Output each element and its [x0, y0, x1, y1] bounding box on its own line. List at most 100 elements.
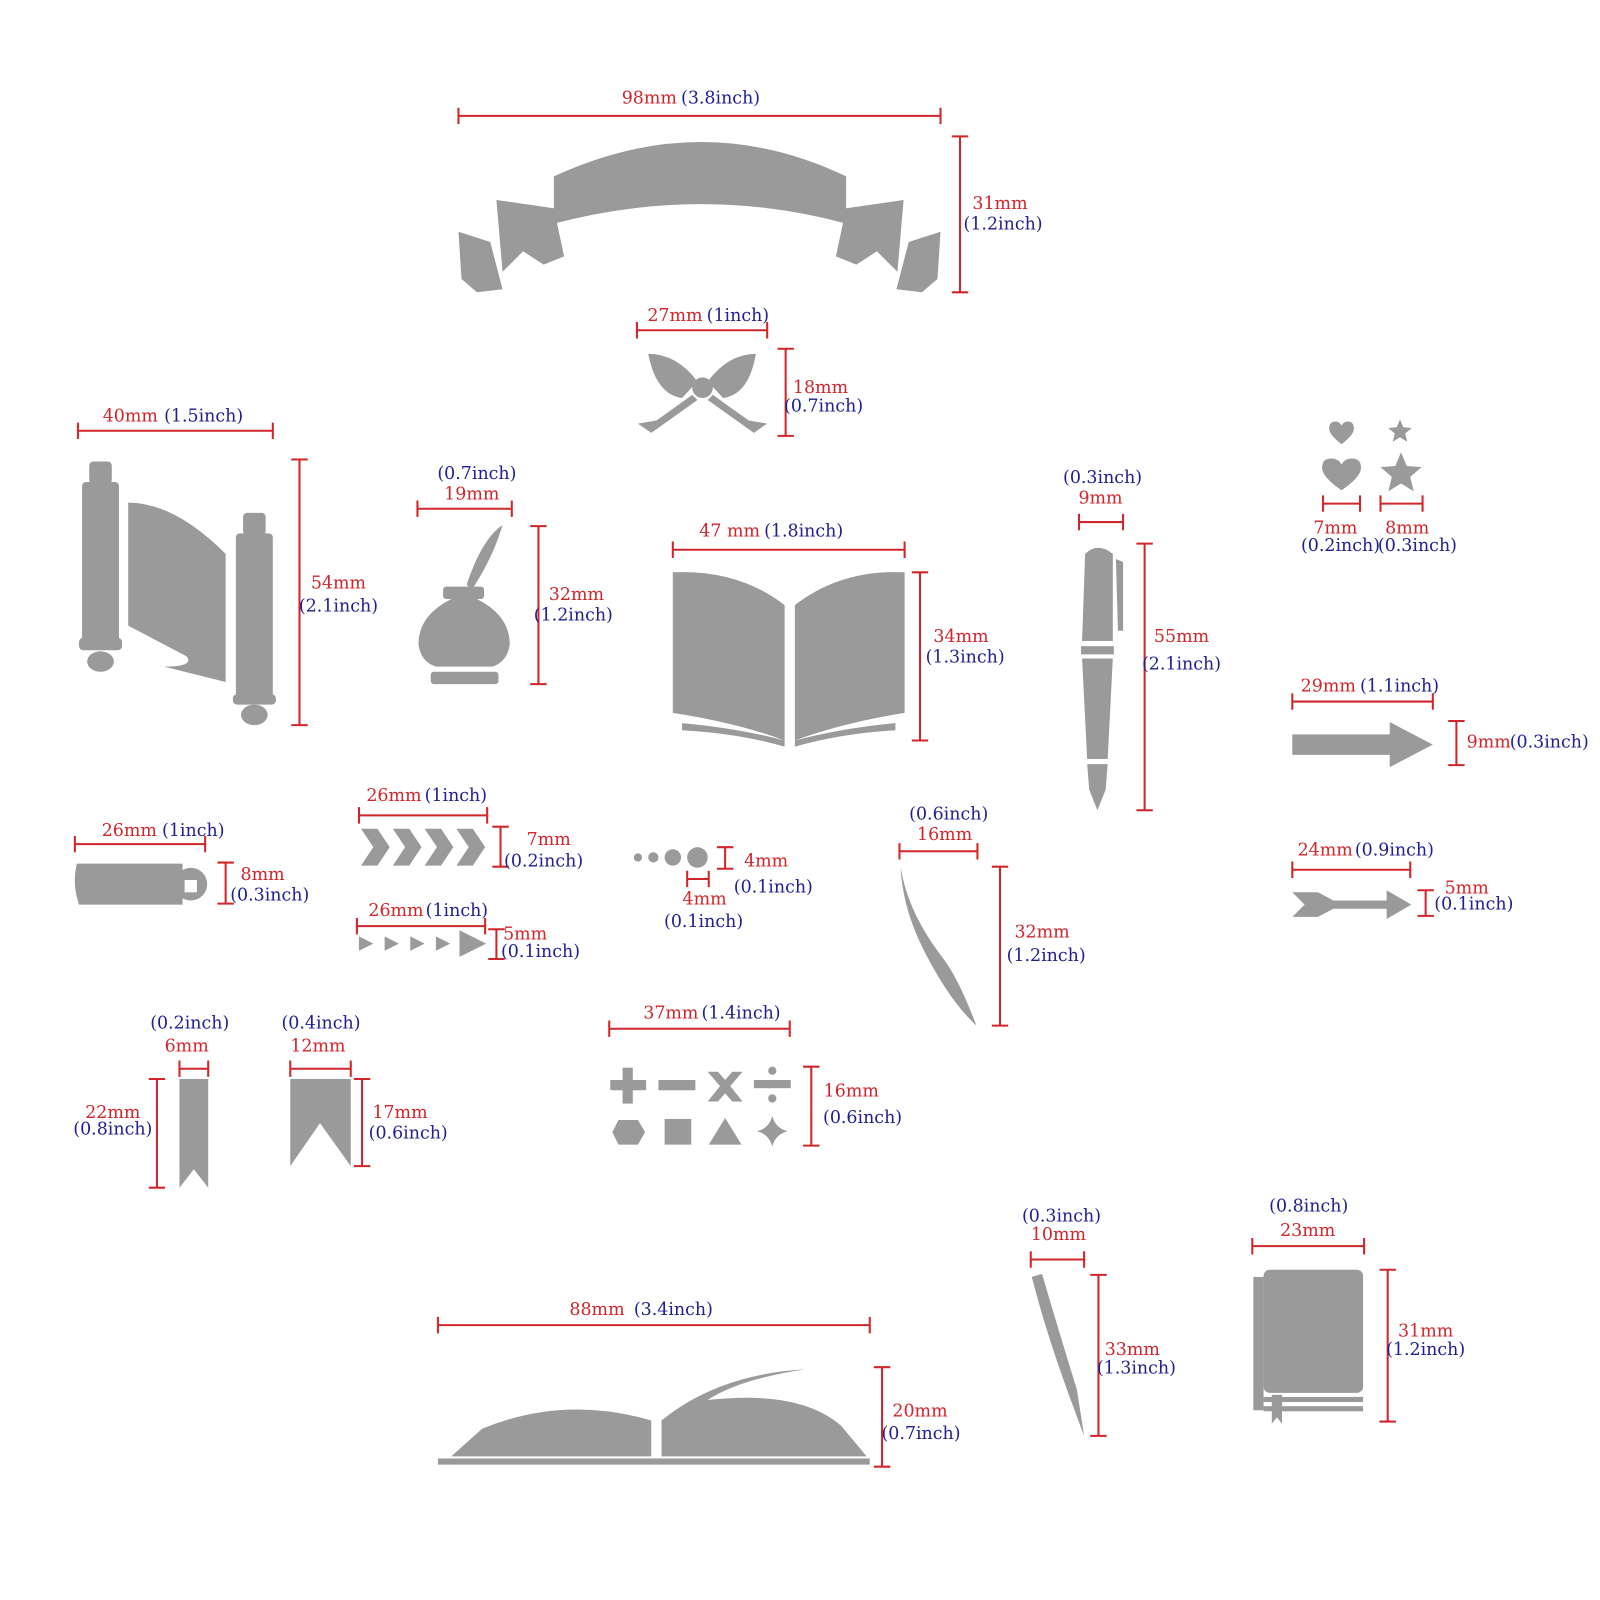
feather-width-dimension-line — [898, 843, 979, 860]
inkwell-height-dimension: 32mm(1.2inch) — [530, 525, 613, 686]
math-symbols-height-inch-label: (0.6inch) — [823, 1108, 902, 1128]
dots-width-mm-label: 4mm — [683, 890, 728, 910]
chevrons-height-inch-label: (0.2inch) — [504, 852, 583, 872]
open-book-height-mm-label: 34mm — [933, 627, 989, 647]
big-arrow-height-mm-label: 9mm — [1467, 733, 1512, 753]
big-arrow-height-dimension: 9mm(0.3inch) — [1448, 719, 1589, 767]
pen-width-dimension: (0.3inch)10mm — [1022, 1207, 1101, 1268]
fountain-pen-shape — [1081, 547, 1124, 811]
heart-shapes — [1322, 421, 1362, 491]
narrow-bookmark-width-mm-label: 6mm — [165, 1036, 210, 1056]
banner-height-dimension-line — [951, 135, 969, 294]
dots-height-inch-label: (0.1inch) — [734, 877, 813, 897]
triangles-height-dimension: 5mm(0.1inch) — [488, 924, 580, 962]
feather-arrow-width-dimension-line — [1291, 861, 1412, 878]
feather-arrow-width-dimension: 24mm(0.9inch) — [1291, 840, 1434, 878]
star-icon — [1388, 419, 1412, 442]
inkwell-height-dimension-line — [530, 525, 547, 686]
triangles-height-mm-label: 5mm — [503, 924, 548, 944]
triangles-width-inch-label: (1inch) — [426, 901, 488, 921]
bow-width-mm-label: 27mm — [647, 306, 703, 326]
dimension-annotations: 98mm(3.8inch)31mm(1.2inch)27mm(1inch)18m… — [73, 89, 1589, 1468]
math-symbols-width-dimension-line — [608, 1020, 791, 1037]
small-scroll-height-dimension-line — [217, 861, 234, 905]
big-arrow-width-inch-label: (1.1inch) — [1360, 676, 1439, 696]
large-open-book-height-dimension: 20mm(0.7inch) — [873, 1366, 961, 1468]
inkwell-height-inch-label: (1.2inch) — [534, 606, 613, 626]
star-width-dimension: 8mm(0.3inch) — [1378, 495, 1457, 556]
star-icon — [1380, 452, 1422, 492]
math-symbols-height-dimension: 16mm (0.6inch) — [803, 1065, 902, 1147]
notebook-height-mm-label: 31mm — [1398, 1321, 1454, 1341]
chevrons-width-dimension-line — [357, 807, 489, 824]
wide-bookmark-height-mm-label: 17mm — [372, 1103, 428, 1123]
feather-width-mm-label: 16mm — [917, 825, 973, 845]
big-arrow-width-mm-label: 29mm — [1301, 676, 1357, 696]
triangles-width-dimension-line — [355, 917, 487, 935]
dots-height-dimension: 4mm (0.1inch) — [716, 846, 813, 897]
feather-arrow-width-inch-label: (0.9inch) — [1355, 840, 1434, 860]
triangles-height-inch-label: (0.1inch) — [501, 942, 580, 962]
scroll-width-dimension: 40mm(1.5inch) — [76, 407, 274, 439]
pen-height-inch-label: (1.3inch) — [1097, 1358, 1176, 1378]
inkwell-height-mm-label: 32mm — [549, 585, 605, 605]
pen-height-dimension-line — [1090, 1273, 1107, 1437]
narrow-bookmark-height-inch-label: (0.8inch) — [73, 1119, 152, 1139]
heart-width-mm-label: 7mm — [1313, 518, 1358, 538]
dots-width-dimension-line — [686, 870, 710, 888]
banner-width-mm-label: 98mm — [622, 89, 678, 109]
notebook-width-inch-label: (0.8inch) — [1269, 1196, 1348, 1216]
chevrons-height-mm-label: 7mm — [527, 830, 572, 850]
large-open-book-height-dimension-line — [873, 1366, 891, 1468]
wide-bookmark-width-mm-label: 12mm — [290, 1036, 346, 1056]
narrow-bookmark-height-dimension: 22mm(0.8inch) — [73, 1077, 166, 1189]
feather-arrow-height-dimension-line — [1417, 889, 1434, 917]
feather-width-inch-label: (0.6inch) — [909, 804, 988, 824]
wide-bookmark-width-dimension: (0.4inch)12mm — [281, 1014, 361, 1077]
small-scroll-height-mm-label: 8mm — [241, 865, 286, 885]
math-symbols-width-dimension: 37mm(1.4inch) — [608, 1003, 791, 1037]
bow-width-inch-label: (1inch) — [707, 306, 769, 326]
notebook-width-mm-label: 23mm — [1280, 1221, 1336, 1241]
large-open-book-width-dimension-line — [436, 1316, 871, 1334]
wide-bookmark-height-inch-label: (0.6inch) — [369, 1123, 448, 1143]
fountain-pen-height-dimension: 55mm(2.1inch) — [1136, 542, 1221, 812]
small-scroll-width-mm-label: 26mm — [102, 821, 158, 841]
chevrons-shape — [361, 828, 486, 866]
inkwell-width-inch-label: (0.7inch) — [437, 464, 516, 484]
small-scroll-shape — [74, 863, 208, 905]
banner-height-inch-label: (1.2inch) — [964, 215, 1043, 235]
bow-width-dimension: 27mm(1inch) — [635, 306, 769, 339]
pen-shape — [1031, 1273, 1085, 1436]
open-book-width-inch-label: (1.8inch) — [764, 521, 843, 541]
feather-arrow-height-mm-label: 5mm — [1445, 878, 1490, 898]
banner-height-dimension: 31mm(1.2inch) — [951, 135, 1043, 294]
heart-width-dimension-line — [1322, 495, 1362, 512]
pen-width-dimension-line — [1029, 1251, 1086, 1268]
triangle-icon — [435, 936, 451, 951]
big-arrow-shape — [1292, 722, 1433, 768]
narrow-bookmark-height-mm-label: 22mm — [85, 1103, 141, 1123]
banner-width-inch-label: (3.8inch) — [681, 89, 760, 109]
scroll-width-mm-label: 40mm — [103, 407, 159, 427]
feather-shape — [900, 866, 977, 1026]
bow-width-dimension-line — [635, 322, 769, 339]
triangle-icon — [384, 936, 399, 951]
dots-height-mm-label: 4mm — [744, 852, 789, 872]
scroll-width-dimension-line — [76, 422, 274, 439]
banner-width-dimension: 98mm(3.8inch) — [457, 89, 942, 125]
narrow-bookmark-width-dimension: (0.2inch)6mm — [150, 1014, 229, 1077]
dots-width-inch-label: (0.1inch) — [664, 912, 743, 932]
math-symbols-height-mm-label: 16mm — [824, 1081, 880, 1101]
open-book-width-dimension-line — [671, 541, 906, 558]
large-open-book-shape — [437, 1369, 870, 1465]
inkwell-width-mm-label: 19mm — [444, 484, 500, 504]
triangles-width-mm-label: 26mm — [368, 901, 424, 921]
fountain-pen-width-dimension: (0.3inch)9mm — [1063, 468, 1142, 531]
small-scroll-height-dimension: 8mm(0.3inch) — [217, 861, 309, 906]
scroll-height-mm-label: 54mm — [311, 574, 367, 594]
wide-bookmark-width-inch-label: (0.4inch) — [281, 1014, 360, 1034]
notebook-height-dimension: 31mm(1.2inch) — [1379, 1268, 1465, 1423]
bow-height-inch-label: (0.7inch) — [784, 396, 863, 416]
